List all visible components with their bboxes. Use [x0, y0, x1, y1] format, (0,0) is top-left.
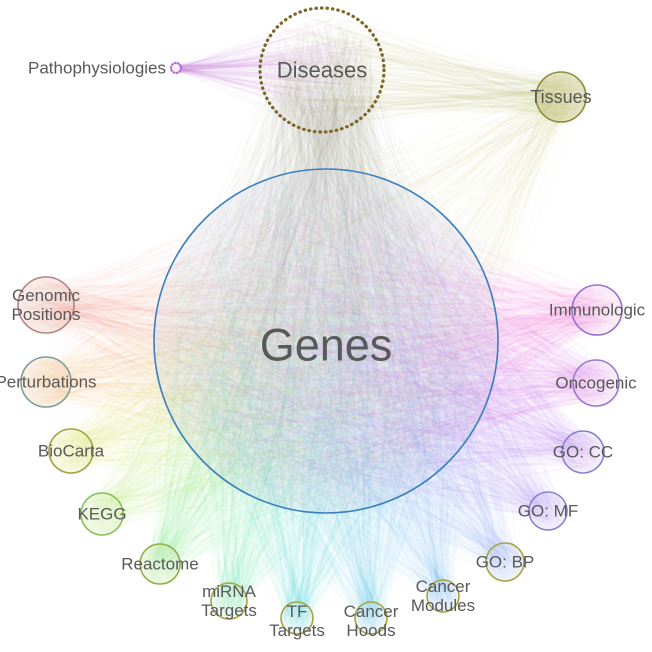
node-genes[interactable]: Genes — [153, 168, 499, 514]
node-biocarta[interactable]: BioCarta — [38, 428, 105, 474]
diseases-label-line: Diseases — [277, 58, 367, 83]
tissues-circle[interactable] — [535, 71, 587, 123]
oncogenic-circle[interactable] — [572, 359, 620, 407]
go-mf-label-line: GO: MF — [518, 502, 578, 521]
reactome-label: Reactome — [121, 555, 198, 574]
perturbations-label: Perturbations — [0, 373, 97, 392]
go-cc-label-line: GO: CC — [553, 443, 613, 462]
genes-label-line: Genes — [260, 320, 393, 371]
perturbations-label-line: Perturbations — [0, 373, 97, 392]
mirna-targets-label-line: miRNA — [202, 582, 256, 601]
immunologic-circle[interactable] — [571, 284, 623, 336]
tf-targets-label-line: Targets — [269, 621, 325, 640]
mirna-targets-circle[interactable] — [210, 582, 248, 620]
reactome-label-line: Reactome — [121, 555, 198, 574]
go-bp-label: GO: BP — [476, 553, 535, 572]
oncogenic-label: Oncogenic — [555, 374, 637, 393]
go-bp-label-line: GO: BP — [476, 553, 535, 572]
reactome-circle[interactable] — [139, 543, 181, 585]
immunologic-label-line: Immunologic — [549, 301, 646, 320]
node-go-bp[interactable]: GO: BP — [476, 542, 535, 582]
node-kegg[interactable]: KEGG — [77, 492, 127, 536]
pathophysiologies-label: Pathophysiologies — [28, 59, 166, 78]
cancer-modules-label-line: Modules — [411, 596, 475, 615]
cancer-hoods-label-line: Hoods — [346, 621, 395, 640]
tf-targets-label-line: TF — [287, 602, 308, 621]
kegg-label: KEGG — [77, 505, 126, 524]
go-bp-circle[interactable] — [485, 542, 525, 582]
genes-label: Genes — [260, 320, 393, 371]
cancer-hoods-circle[interactable] — [354, 601, 388, 635]
node-go-cc[interactable]: GO: CC — [553, 430, 613, 474]
go-mf-label: GO: MF — [518, 502, 578, 521]
node-immunologic[interactable]: Immunologic — [549, 284, 646, 336]
kegg-circle[interactable] — [80, 492, 124, 536]
node-tissues[interactable]: Tissues — [530, 71, 592, 123]
pathophysiologies-label-line: Pathophysiologies — [28, 59, 166, 78]
tf-targets-circle[interactable] — [280, 601, 314, 635]
genes-circle[interactable] — [153, 168, 499, 514]
biocarta-label: BioCarta — [38, 442, 105, 461]
oncogenic-label-line: Oncogenic — [555, 374, 637, 393]
tissues-label: Tissues — [530, 87, 591, 107]
genomic-positions-circle[interactable] — [17, 276, 75, 334]
nodes-layer: Genes Diseases PathophysiologiesTissuesGen… — [0, 6, 646, 640]
cancer-hoods-label-line: Cancer — [344, 602, 399, 621]
tissues-label-line: Tissues — [530, 87, 591, 107]
genomic-positions-label-line: Positions — [12, 305, 81, 324]
genomic-positions-label-line: Genomic — [12, 286, 81, 305]
node-diseases[interactable]: Diseases — [258, 6, 386, 134]
go-cc-label: GO: CC — [553, 443, 613, 462]
node-reactome[interactable]: Reactome — [121, 543, 199, 585]
node-go-mf[interactable]: GO: MF — [518, 491, 578, 531]
node-perturbations[interactable]: Perturbations — [0, 356, 97, 408]
cancer-modules-label-line: Cancer — [416, 577, 471, 596]
pathophysiologies-circle[interactable] — [169, 61, 183, 75]
biocarta-circle[interactable] — [48, 428, 94, 474]
kegg-label-line: KEGG — [77, 505, 126, 524]
biocarta-label-line: BioCarta — [38, 442, 105, 461]
go-cc-circle[interactable] — [561, 430, 605, 474]
perturbations-circle[interactable] — [20, 356, 72, 408]
node-pathophysiologies[interactable]: Pathophysiologies — [28, 59, 183, 78]
immunologic-label: Immunologic — [549, 301, 646, 320]
cancer-modules-circle[interactable] — [426, 579, 460, 613]
mirna-targets-label-line: Targets — [201, 601, 257, 620]
diseases-circle[interactable] — [258, 6, 386, 134]
go-mf-circle[interactable] — [528, 491, 568, 531]
node-oncogenic[interactable]: Oncogenic — [555, 359, 637, 407]
diseases-label: Diseases — [277, 58, 367, 83]
